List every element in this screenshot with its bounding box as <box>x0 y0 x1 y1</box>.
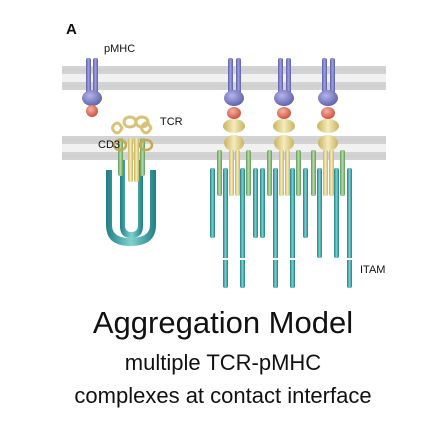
upper-membrane <box>62 66 386 90</box>
tcr-label: TCR <box>160 116 183 128</box>
caption-line-2: complexes at contact interface <box>74 383 372 408</box>
aggregation-model-diagram: A pMHC TCR CD3 ITAM <box>62 21 386 288</box>
panel-letter: A <box>66 21 77 38</box>
bound-complex-3 <box>311 58 354 288</box>
bound-complex-1 <box>210 58 258 288</box>
itam-label: ITAM <box>360 264 385 276</box>
cd3-label: CD3 <box>98 139 120 151</box>
caption-title: Aggregation Model <box>92 305 354 340</box>
bound-complex-2 <box>260 58 308 288</box>
pmhc-label: pMHC <box>104 43 135 55</box>
pmhc-unbound <box>82 58 102 117</box>
tcr-cd3-unbound <box>106 115 156 246</box>
caption-line-1: multiple TCR-pMHC <box>124 350 322 375</box>
